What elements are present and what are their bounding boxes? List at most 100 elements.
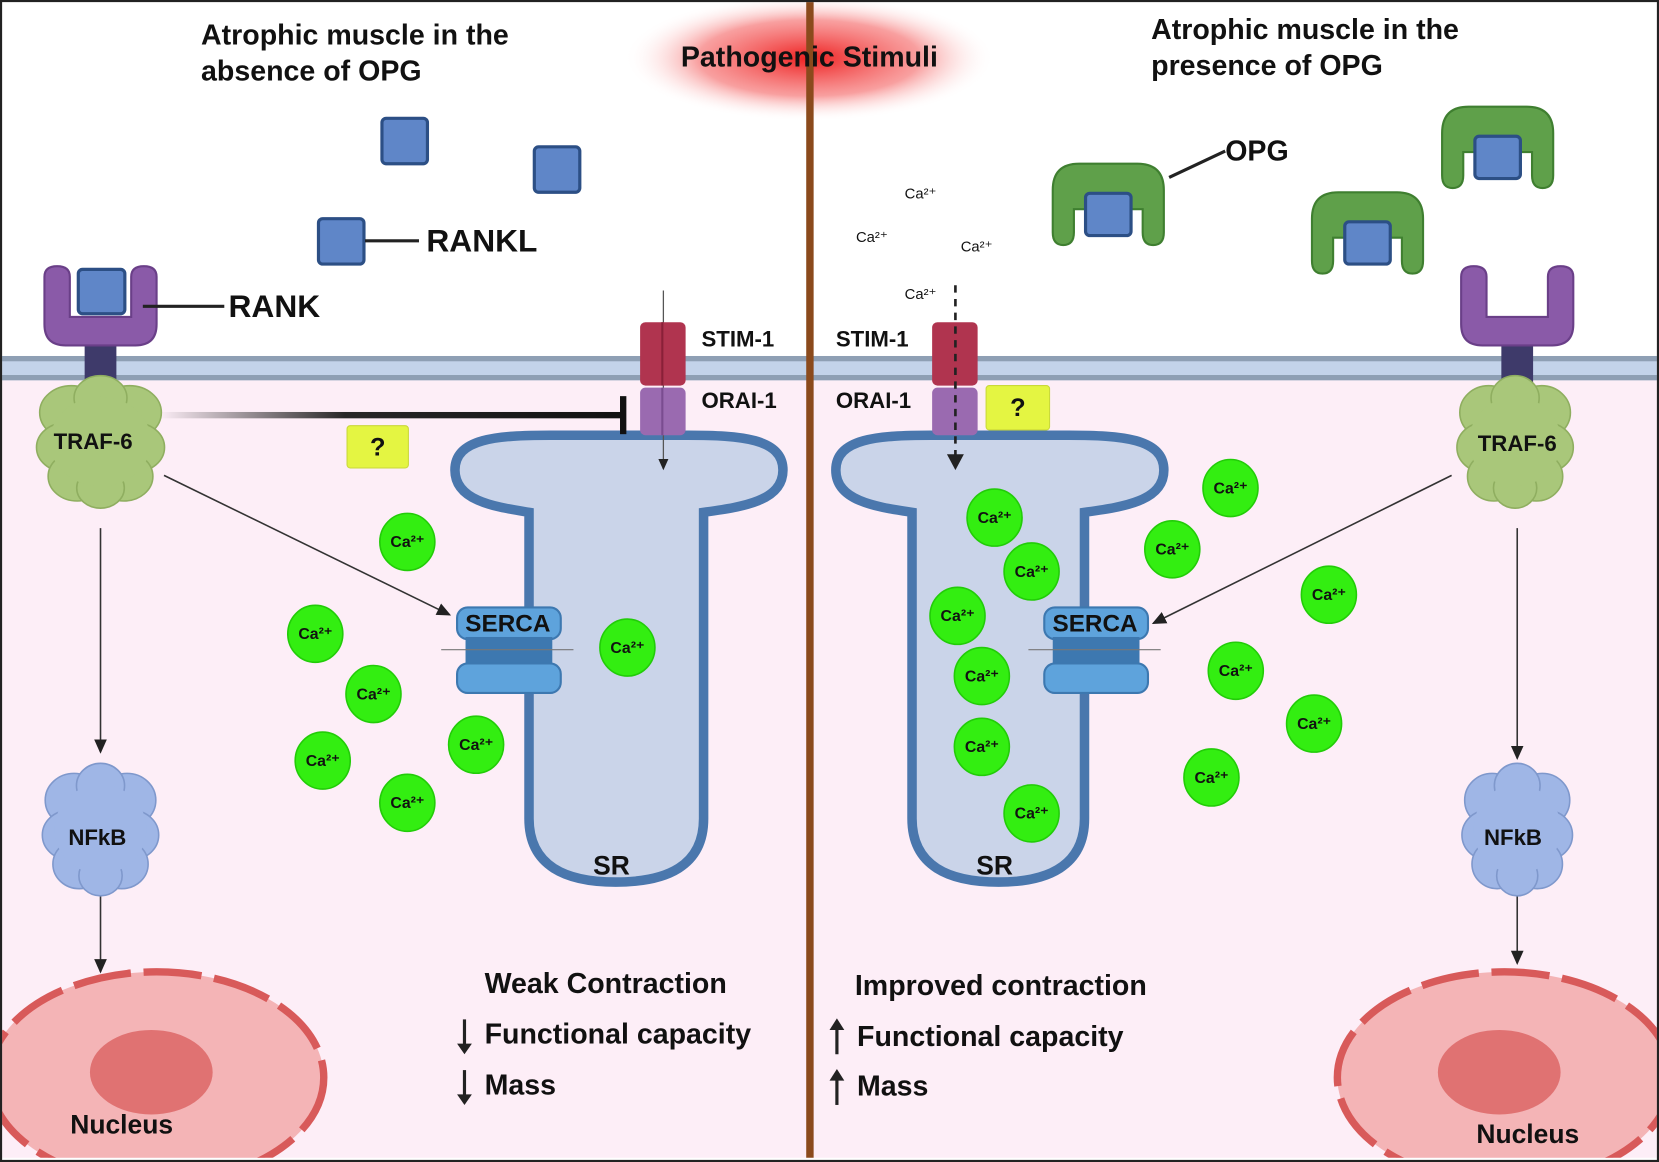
- svg-text:Ca²⁺: Ca²⁺: [1155, 542, 1189, 559]
- calcium-ion-extracellular: Ca²⁺: [905, 187, 937, 203]
- center-title: Pathogenic Stimuli: [681, 42, 938, 74]
- calcium-ion: Ca²⁺: [345, 664, 402, 724]
- orai1-label-left: ORAI-1: [701, 388, 776, 413]
- down-arrow-icon: [457, 1019, 472, 1055]
- calcium-ion: Ca²⁺: [1202, 458, 1259, 518]
- rank-receptor-left: [43, 265, 158, 391]
- svg-text:Ca²⁺: Ca²⁺: [610, 640, 644, 657]
- left-outcome: Weak Contraction Functional capacity Mas…: [457, 968, 751, 1105]
- svg-text:Ca²⁺: Ca²⁺: [390, 795, 424, 812]
- calcium-ion: Ca²⁺: [966, 488, 1023, 547]
- serca-label-right: SERCA: [1053, 611, 1138, 638]
- svg-text:Ca²⁺: Ca²⁺: [390, 534, 424, 551]
- calcium-ion: Ca²⁺: [1003, 542, 1060, 601]
- rankl-label: RANKL: [426, 222, 537, 258]
- opg-molecule: [1310, 191, 1425, 275]
- traf6-label-left: TRAF-6: [54, 429, 133, 454]
- calcium-ion: Ca²⁺: [953, 717, 1011, 777]
- right-outcome: Improved contraction Functional capacity…: [829, 970, 1147, 1105]
- right-outcome-item: Mass: [857, 1070, 928, 1102]
- calcium-ion: Ca²⁺: [447, 715, 505, 775]
- svg-text:Ca²⁺: Ca²⁺: [941, 608, 975, 625]
- sr-label-right: SR: [976, 851, 1013, 881]
- left-title-line2: absence of OPG: [201, 55, 422, 87]
- svg-text:Ca²⁺: Ca²⁺: [306, 753, 340, 770]
- svg-text:Ca²⁺: Ca²⁺: [1312, 587, 1346, 604]
- traf6-to-serca-arrow-left: [163, 474, 452, 616]
- up-arrow-icon: [829, 1018, 845, 1055]
- calcium-ion-extracellular: Ca²⁺: [961, 239, 993, 255]
- calcium-ion: Ca²⁺: [1207, 641, 1265, 701]
- nfkb-label-left: NFkB: [68, 825, 126, 850]
- stim1-orai1-channel-left: [640, 290, 686, 471]
- svg-text:Ca²⁺: Ca²⁺: [1219, 663, 1253, 680]
- left-outcome-item: Functional capacity: [485, 1019, 752, 1051]
- calcium-ion: Ca²⁺: [1285, 694, 1343, 753]
- rankl-molecules: [316, 116, 582, 266]
- opg-molecule: [1441, 105, 1555, 190]
- stim1-label-right: STIM-1: [836, 327, 909, 352]
- nucleus-left: [2, 968, 328, 1158]
- svg-text:Ca²⁺: Ca²⁺: [978, 510, 1012, 527]
- calcium-ion: Ca²⁺: [294, 731, 352, 790]
- svg-text:Ca²⁺: Ca²⁺: [965, 668, 999, 685]
- svg-text:Ca²⁺: Ca²⁺: [1214, 480, 1248, 497]
- svg-text:?: ?: [1010, 394, 1026, 422]
- traf6-left: [35, 374, 166, 509]
- stim1-label-left: STIM-1: [701, 327, 774, 352]
- svg-text:Ca²⁺: Ca²⁺: [965, 739, 999, 756]
- inhibition-arrow: [158, 396, 627, 435]
- sr-label-left: SR: [593, 851, 630, 881]
- opg-leader: [1168, 149, 1226, 179]
- right-outcome-item: Functional capacity: [857, 1021, 1124, 1053]
- rank-label: RANK: [229, 288, 321, 324]
- opg-label: OPG: [1225, 136, 1288, 168]
- right-outcome-heading: Improved contraction: [855, 970, 1147, 1002]
- calcium-ion: Ca²⁺: [1144, 519, 1201, 579]
- svg-text:Ca²⁺: Ca²⁺: [1194, 770, 1228, 787]
- svg-text:Ca²⁺: Ca²⁺: [1015, 806, 1049, 823]
- traf6-to-serca-arrow-right: [1151, 474, 1452, 624]
- stim1-orai1-channel-right: [932, 285, 978, 471]
- traf6-right: [1456, 374, 1575, 509]
- nfkb-left: [41, 762, 160, 897]
- svg-text:Ca²⁺: Ca²⁺: [357, 686, 391, 703]
- calcium-ion-extracellular: Ca²⁺: [905, 287, 937, 303]
- calcium-ion: Ca²⁺: [379, 773, 436, 833]
- opg-molecule: [1051, 162, 1165, 247]
- opg-molecules: [1051, 105, 1555, 275]
- calcium-ion: Ca²⁺: [1003, 784, 1060, 843]
- nfkb-right: [1461, 762, 1574, 897]
- serca-pump-left: [441, 606, 574, 695]
- up-arrow-icon: [829, 1069, 845, 1105]
- traf6-label-right: TRAF-6: [1478, 431, 1557, 456]
- calcium-ion: Ca²⁺: [286, 604, 344, 664]
- calcium-ion: Ca²⁺: [379, 512, 436, 572]
- svg-text:Ca²⁺: Ca²⁺: [1015, 564, 1049, 581]
- left-outcome-item: Mass: [485, 1069, 556, 1101]
- left-title-line1: Atrophic muscle in the: [201, 19, 509, 51]
- center-divider: [806, 2, 814, 1158]
- serca-pump-right: [1028, 606, 1161, 695]
- calcium-ion: Ca²⁺: [953, 646, 1011, 706]
- orai1-label-right: ORAI-1: [836, 388, 911, 413]
- serca-label-left: SERCA: [465, 611, 550, 638]
- calcium-ion-extracellular: Ca²⁺: [856, 230, 888, 246]
- svg-text:Ca²⁺: Ca²⁺: [298, 626, 332, 643]
- nucleus-label-right: Nucleus: [1476, 1119, 1579, 1149]
- calcium-ion: Ca²⁺: [1183, 748, 1240, 807]
- calcium-ion: Ca²⁺: [929, 586, 986, 646]
- left-outcome-heading: Weak Contraction: [485, 968, 727, 1000]
- right-title-line2: presence of OPG: [1151, 50, 1383, 82]
- right-title-line1: Atrophic muscle in the: [1151, 14, 1459, 46]
- svg-text:Ca²⁺: Ca²⁺: [1297, 716, 1331, 733]
- nfkb-label-right: NFkB: [1484, 825, 1542, 850]
- cell-membrane: [2, 355, 1657, 381]
- question-box-left: ?: [346, 425, 409, 469]
- nucleus-right: [1333, 968, 1657, 1158]
- down-arrow-icon: [457, 1070, 472, 1105]
- calcium-ion: Ca²⁺: [599, 618, 656, 677]
